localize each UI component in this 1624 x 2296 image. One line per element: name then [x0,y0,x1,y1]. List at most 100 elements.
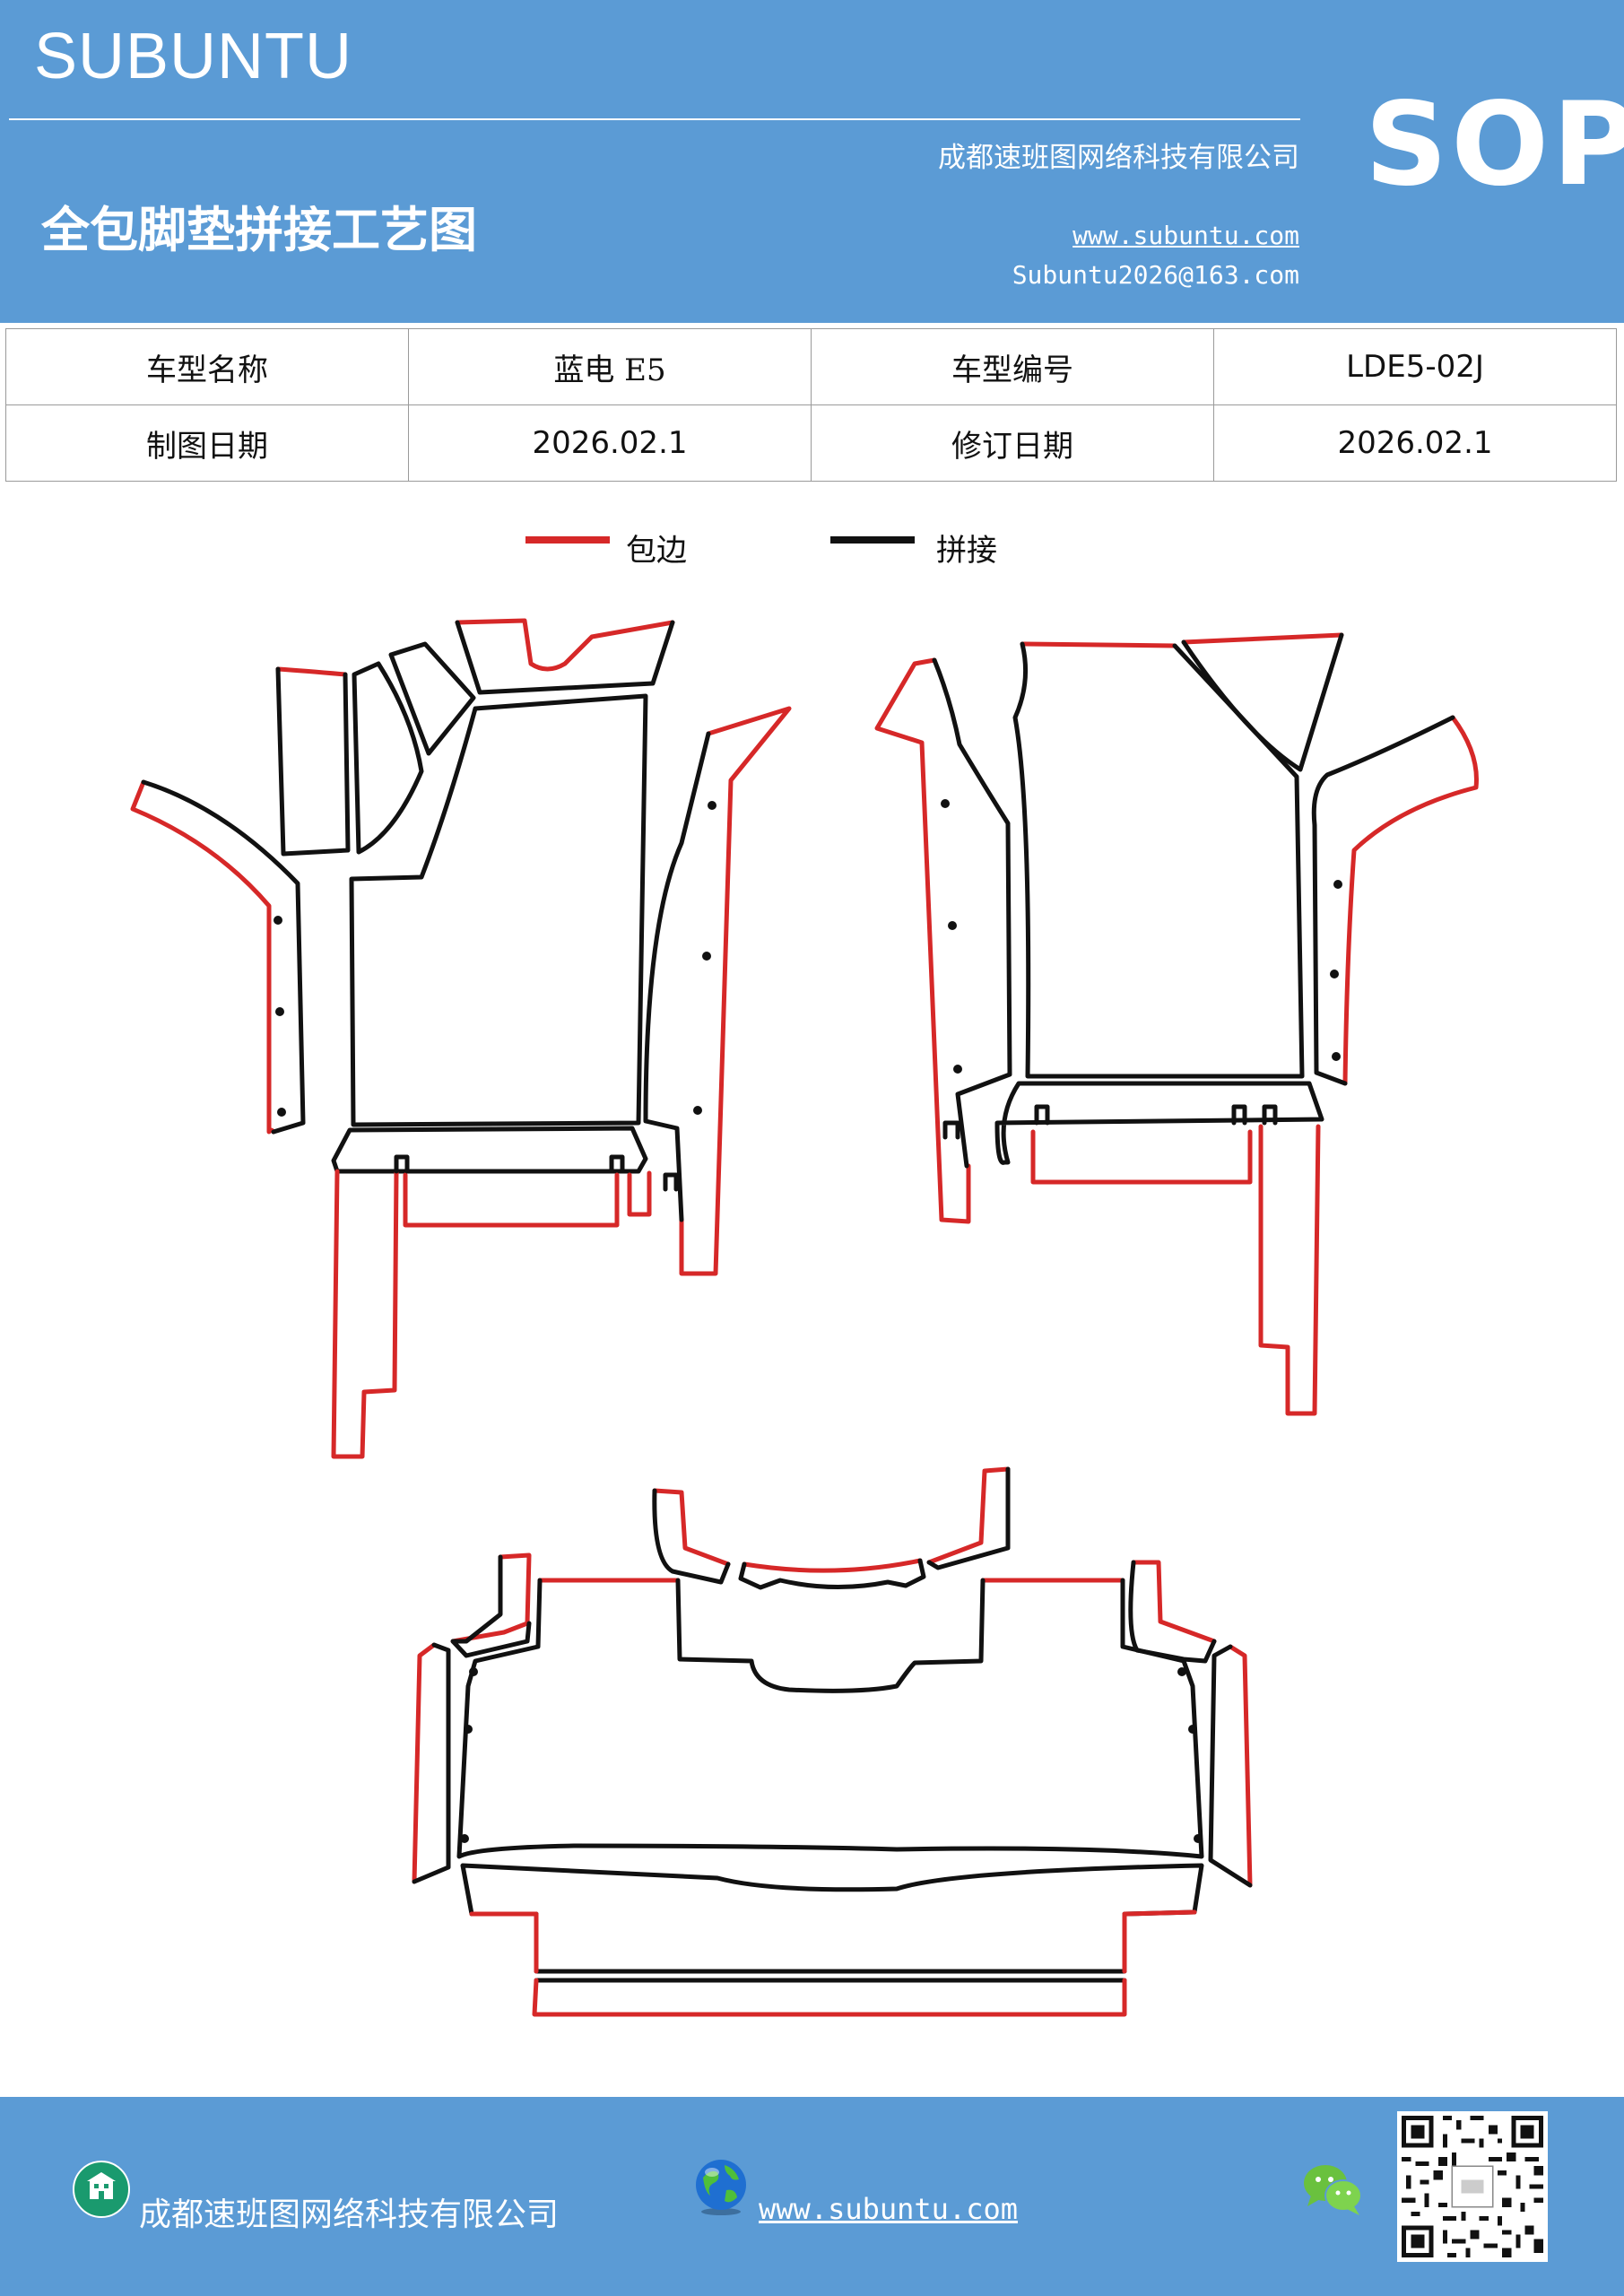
header-email: Subuntu2026@163.com [1012,260,1299,290]
fastener-dot [948,921,957,930]
right-sill-splice [932,657,1012,1169]
rear-top-left-edge [652,1488,731,1567]
right-bottom-strip [994,1081,1324,1165]
revision-date-label: 修订日期 [811,404,1214,482]
fastener-dot [1188,1725,1197,1734]
right-main-panel [1012,641,1305,1079]
left-bottom-strip [331,1126,648,1174]
left-foot-strip-edge [331,1169,399,1459]
qr-code[interactable] [1397,2111,1548,2262]
model-name-label: 车型名称 [5,328,409,405]
pillar-strip-edge [275,666,348,677]
legend-swatch-splice [830,536,915,544]
splice-mark [942,1120,960,1140]
footer-company: 成都速班图网络科技有限公司 [139,2196,560,2233]
right-front-mat-group [874,632,1479,1416]
left-wing-edge [130,779,276,1135]
right-sill-edge [874,657,971,1224]
building-icon [73,2161,130,2218]
rear-lower-band-edge-right [1122,1909,1197,1974]
rear-right-outer-splice [1208,1644,1253,1888]
rear-left-outer-edge [412,1642,437,1884]
draw-date-value: 2026.02.1 [408,404,812,482]
rear-top-right-splice [926,1466,1011,1570]
rear-mat-group [412,1466,1253,2017]
top-panel-splice [455,620,675,695]
rear-left-hook-edge [450,1552,532,1644]
header-divider [9,118,1300,120]
rear-top-right-edge [926,1466,1011,1565]
rear-top-center-splice [738,1558,926,1590]
brand-name: SUBUNTU [34,21,353,92]
fastener-dot [277,1108,286,1117]
vehicle-info-table: 车型名称 蓝电 E5 车型编号 LDE5-02J 制图日期 2026.02.1 … [5,328,1617,482]
splice-mark [1262,1104,1278,1126]
left-sill-edge [679,706,792,1276]
splice-mark [1034,1104,1050,1126]
right-foot-strip-edge [1258,1124,1321,1416]
rear-lower-band [460,1863,1204,1974]
legend-label-splice: 拼接 [936,533,997,569]
legend-swatch-binding [525,536,610,544]
splice-mark [1231,1104,1247,1126]
fastener-dot [469,1667,478,1676]
top-panel-edge [455,618,675,672]
fastener-dot [1332,1052,1341,1061]
fastener-dot [1330,970,1339,978]
revision-date-value: 2026.02.1 [1213,404,1617,482]
right-main-top-edge [1020,641,1177,648]
rear-left-outer-splice [412,1642,451,1884]
floor-mat-diagram [130,618,1479,2017]
sop-badge: SOP [1365,78,1624,212]
header-company: 成都速班图网络科技有限公司 [938,142,1299,174]
draw-date-label: 制图日期 [5,404,409,482]
left-bottom-tab [403,1172,620,1228]
left-small-tab [627,1170,652,1217]
legend-label-binding: 包边 [626,533,687,569]
model-code-label: 车型编号 [811,328,1214,405]
right-wing-edge [1342,715,1479,1086]
fastener-dot [464,1725,473,1734]
pillar-strip-splice [275,666,351,857]
header-website-link[interactable]: www.subuntu.com [1073,221,1299,250]
left-main-panel [349,693,648,1127]
rear-left-hook-splice [450,1554,532,1658]
wechat-icon [1304,2165,1362,2215]
right-triangle-edge [1181,632,1344,645]
fastener-dot [702,952,711,961]
fastener-dot [708,801,716,810]
right-wing-splice [1311,715,1455,1086]
right-bottom-tab [1030,1129,1253,1185]
fastener-dot [275,1007,284,1016]
rear-top-center-edge [742,1558,923,1573]
left-wing-splice [141,779,306,1135]
rear-bottom-strip-edge [532,1978,1127,2017]
fastener-dot [460,1834,469,1843]
globe-icon [696,2160,746,2215]
splice-mark [609,1154,625,1174]
rear-lower-band-edge-left [469,1911,539,1974]
splice-mark [663,1172,679,1192]
fastener-dot [953,1065,962,1074]
left-sill-splice [643,731,711,1222]
fastener-dot [941,799,950,808]
fastener-dot [693,1106,702,1115]
thin-strip-b [388,641,476,756]
right-triangle-splice [1181,632,1344,772]
fastener-dot [274,916,282,925]
rear-top-left-splice [652,1488,731,1585]
splice-mark [394,1154,410,1174]
model-code-value: LDE5-02J [1213,328,1617,405]
footer-website-link[interactable]: www.subuntu.com [759,2192,1018,2226]
left-front-mat-group [130,618,792,1459]
fastener-dot [1177,1667,1186,1676]
rear-right-hook-splice [1128,1560,1217,1664]
model-name-value: 蓝电 E5 [408,328,812,405]
table-row: 车型名称 蓝电 E5 车型编号 LDE5-02J [5,328,1617,405]
thin-strip-a [352,661,424,855]
header-banner [0,0,1624,323]
rear-main-panel [456,1578,1204,1859]
fastener-dot [1333,880,1342,889]
table-row: 制图日期 2026.02.1 修订日期 2026.02.1 [5,404,1617,482]
document-title: 全包脚垫拼接工艺图 [41,201,477,258]
